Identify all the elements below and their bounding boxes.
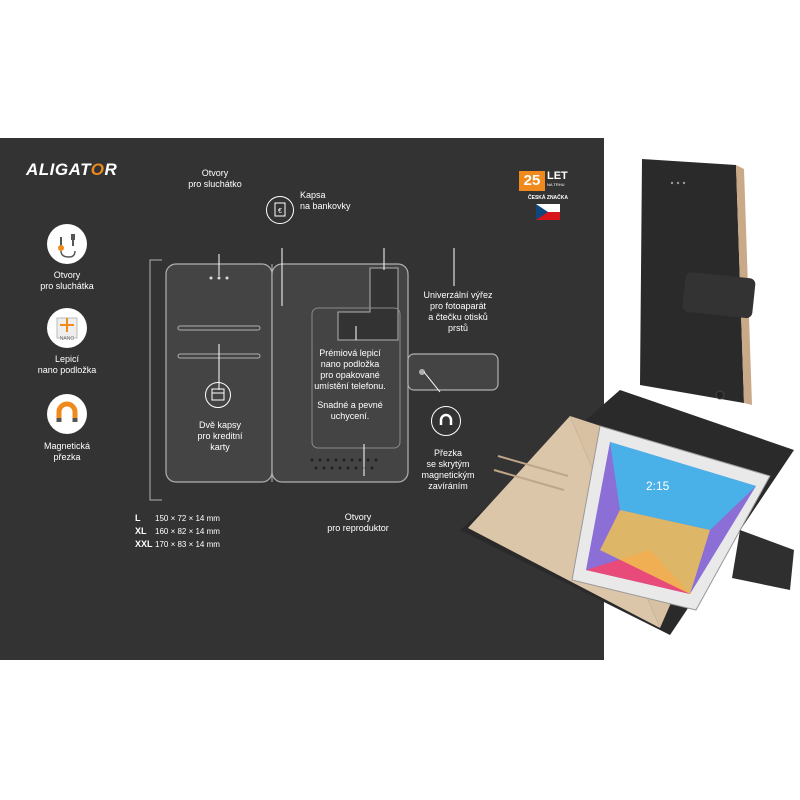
callout-banknotes: Kapsa na bankovky (300, 190, 351, 211)
callout-camera-cutout: Univerzální výřez pro fotoaparát a čtečk… (423, 290, 493, 333)
feature-label-headphones: Otvory pro sluchátka (40, 270, 94, 291)
headphones-feature-icon (47, 224, 87, 264)
badge-subtext: NA TRHU (547, 182, 565, 187)
size-row: L 150 × 72 × 14 mm (135, 512, 220, 525)
feature-label-nano-pad: Lepicí nano podložka (37, 354, 97, 375)
svg-text:€: € (278, 208, 282, 215)
headphones-icon (58, 234, 76, 258)
logo-text-o: O (90, 160, 105, 179)
nano-pad-feature-icon: NANO (47, 308, 87, 348)
callout-speaker: Otvory pro reproduktor (327, 512, 389, 533)
logo-text-a: ALIGAT (26, 160, 91, 179)
years-badge: 25 LET NA TRHU ČESKÁ ZNAČKA (519, 171, 577, 229)
case-diagram (149, 248, 499, 501)
nano-pad-icon-text: NANO (59, 336, 75, 342)
size-list: L 150 × 72 × 14 mm XL 160 × 82 × 14 mm XXL… (135, 512, 220, 551)
callout-earpiece: Otvory pro sluchátko (188, 168, 242, 189)
size-label: XL (135, 526, 147, 536)
info-panel: ALIGATOR 25 LET NA TRHU ČESKÁ ZNAČKA Otv… (0, 138, 604, 660)
open-case-with-phone-image: 2:15 (460, 390, 794, 635)
magnet-icon (56, 401, 78, 422)
size-label: XXL (135, 539, 153, 549)
badge-number: 25 (519, 171, 545, 191)
size-dims: 150 × 72 × 14 mm (155, 514, 220, 523)
badge-word: LET (547, 170, 568, 182)
callout-clasp: Přezka se skrytým magnetickým zavíráním (421, 448, 475, 491)
callout-nano-pad: Prémiová lepicí nano podložka pro opakov… (314, 348, 386, 391)
banknote-pocket-icon: € (266, 196, 294, 224)
feature-label-magnet: Magnetická přezka (43, 441, 91, 462)
size-row: XL 160 × 82 × 14 mm (135, 525, 220, 538)
magnet-feature-icon (47, 394, 87, 434)
callout-pad-note: Snadné a pevné uchycení. (317, 400, 383, 421)
size-dims: 170 × 83 × 14 mm (155, 540, 220, 549)
size-label: L (135, 513, 141, 523)
logo-text-r: R (104, 160, 118, 179)
credit-card-icon (205, 382, 231, 408)
size-dims: 160 × 82 × 14 mm (155, 527, 220, 536)
phone-screen-time: 2:15 (646, 479, 670, 493)
clasp-magnet-icon (431, 406, 461, 436)
badge-brand-line: ČESKÁ ZNAČKA (528, 195, 568, 201)
brand-logo: ALIGATOR (26, 160, 117, 180)
closed-case-image (640, 159, 756, 405)
callout-card-pockets: Dvě kapsy pro kreditní karty (197, 420, 243, 452)
czech-flag-icon (536, 204, 560, 220)
nano-pad-icon (56, 317, 78, 339)
